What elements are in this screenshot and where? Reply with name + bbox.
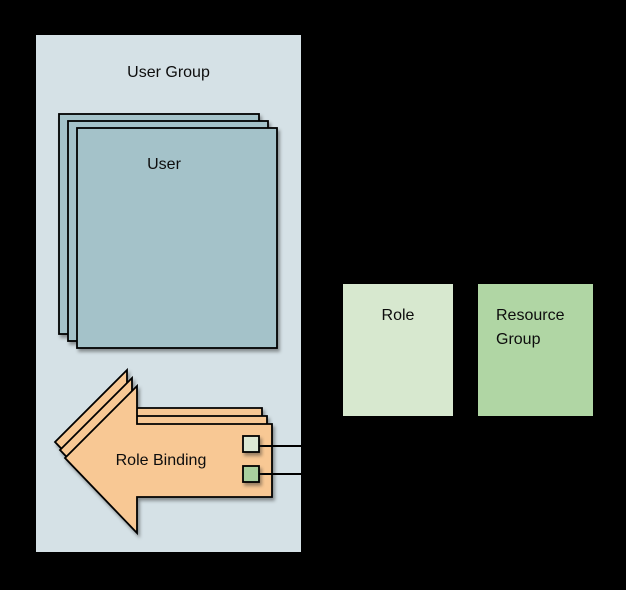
user-label: User [147, 156, 181, 173]
user-group-label: User Group [127, 64, 210, 81]
role-label: Role [381, 307, 415, 324]
role-box [343, 284, 453, 416]
swatch-group [242, 435, 260, 483]
role-binding-stack [53, 367, 273, 536]
resource-group-box [478, 284, 593, 416]
user-square-front [76, 127, 278, 349]
role-binding-arrow-front [63, 383, 273, 536]
user-stack [58, 113, 278, 349]
resource-swatch-square [242, 465, 260, 483]
role-binding-label: Role Binding [115, 452, 207, 469]
role-swatch-square [242, 435, 260, 453]
resource-group-label: Resource Group [496, 307, 565, 348]
